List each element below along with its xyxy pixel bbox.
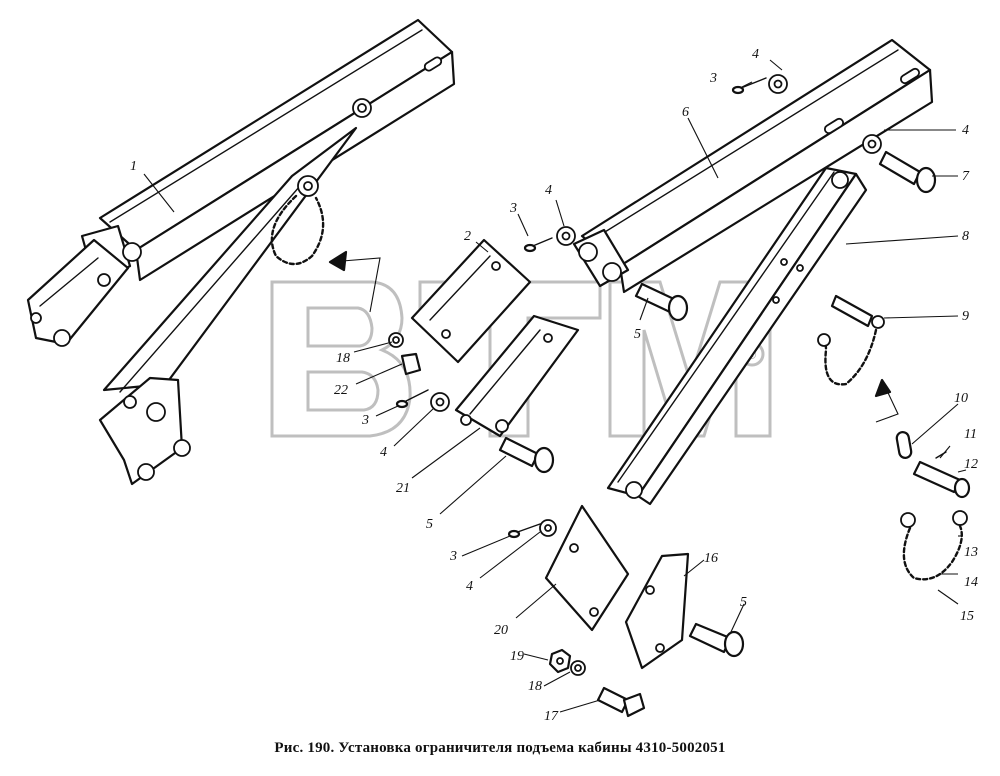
- callout-labels: 1 2 3 3 3 3 4 4 4 4 4 5 5 5 6 7 8 9 10 1…: [130, 47, 978, 724]
- nut-19: [548, 648, 572, 674]
- callout-22: 22: [334, 383, 348, 398]
- callout-3-c: 3: [361, 413, 369, 428]
- chain-9: [817, 294, 885, 386]
- callout-5-c: 5: [740, 595, 747, 610]
- callout-5-b: 5: [426, 517, 433, 532]
- callout-19: 19: [510, 649, 524, 664]
- bolt-5-upper: [634, 282, 689, 322]
- cotter-pin-3-b: [523, 237, 553, 253]
- part-20-bracket: [544, 504, 630, 632]
- bolt-5-lower: [688, 622, 745, 658]
- callout-6: 6: [682, 105, 689, 120]
- pin-12: [912, 460, 971, 499]
- cotter-pin-3-d: [507, 523, 541, 539]
- callout-10: 10: [954, 391, 968, 406]
- callout-11: 11: [964, 427, 977, 442]
- part-6-arm: [572, 38, 934, 294]
- figure-caption: Рис. 190. Установка ограничителя подъема…: [274, 740, 726, 756]
- callout-14: 14: [964, 575, 978, 590]
- washer-4-d: [430, 392, 450, 412]
- leader-lines: [143, 59, 967, 713]
- part-8-link: [606, 166, 868, 506]
- callout-5-a: 5: [634, 327, 641, 342]
- washer-4-b: [862, 134, 882, 154]
- callout-17: 17: [544, 709, 559, 724]
- callout-4-c: 4: [545, 183, 552, 198]
- bolt-5-middle: [498, 436, 555, 474]
- part-1-lever-assembly: [26, 18, 456, 486]
- assembly-arrow-right: [874, 378, 899, 423]
- part-21-bracket: [454, 314, 580, 438]
- callout-18-a: 18: [336, 351, 350, 366]
- callout-4-d: 4: [380, 445, 387, 460]
- callout-2: 2: [464, 229, 471, 244]
- callout-13: 13: [964, 545, 978, 560]
- screw-22: [400, 352, 422, 376]
- cotter-pin-3-a: [731, 77, 767, 95]
- callout-4-a: 4: [752, 47, 759, 62]
- washer-18-b: [570, 660, 586, 676]
- callout-16: 16: [704, 551, 718, 566]
- callout-1: 1: [130, 159, 137, 174]
- callout-3-d: 3: [449, 549, 457, 564]
- assembly-arrow-left: [328, 250, 381, 313]
- part-2-bracket: [410, 238, 532, 364]
- callout-4-b: 4: [962, 123, 969, 138]
- callout-3-b: 3: [509, 201, 517, 216]
- callout-7: 7: [962, 169, 970, 184]
- callout-15: 15: [960, 609, 974, 624]
- callout-9: 9: [962, 309, 969, 324]
- pin-10: [895, 431, 913, 459]
- chain-13-15: [900, 510, 968, 581]
- callout-18-b: 18: [528, 679, 542, 694]
- callout-3-a: 3: [709, 71, 717, 86]
- callout-21: 21: [396, 481, 410, 496]
- callout-8: 8: [962, 229, 969, 244]
- part-16-plate: [624, 552, 690, 670]
- exploded-parts-diagram: ®: [26, 18, 978, 724]
- callout-20: 20: [494, 623, 508, 638]
- pin-7: [878, 150, 937, 194]
- washer-4-e: [539, 519, 557, 537]
- cotter-pin-3-c: [395, 389, 429, 409]
- bolt-17: [596, 686, 646, 718]
- washer-4-c: [556, 226, 576, 246]
- washer-4-a: [768, 74, 788, 94]
- callout-12: 12: [964, 457, 978, 472]
- washer-18-a: [388, 332, 404, 348]
- callout-4-e: 4: [466, 579, 473, 594]
